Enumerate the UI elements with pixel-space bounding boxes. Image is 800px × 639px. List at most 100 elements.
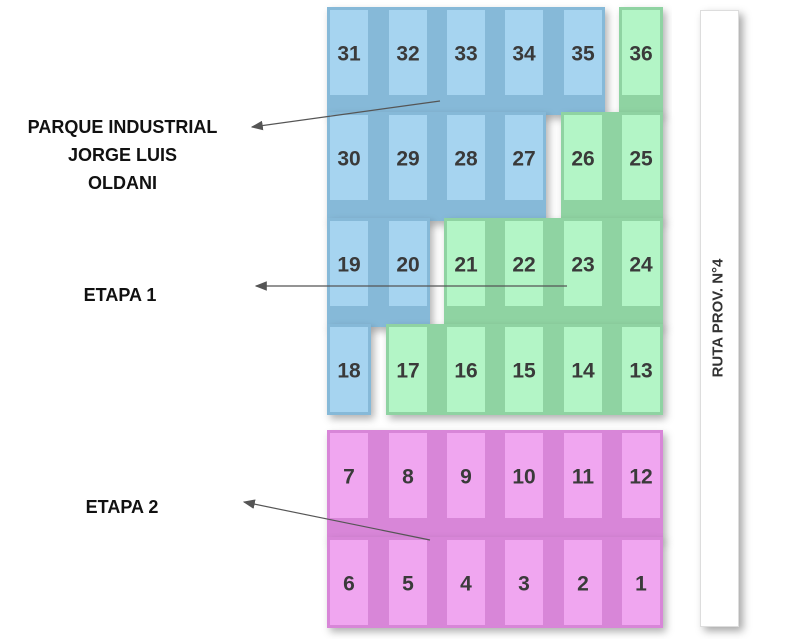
lot-shape	[564, 433, 602, 518]
lot-24[interactable]: 24	[622, 221, 660, 306]
lot-shape	[505, 221, 543, 306]
etapa2-arrow	[242, 499, 431, 541]
lot-number: 19	[337, 254, 360, 277]
lot-shape	[447, 115, 485, 200]
lot-shape	[622, 327, 660, 412]
lot-34[interactable]: 34	[505, 10, 543, 95]
lot-33[interactable]: 33	[447, 10, 485, 95]
lot-shape	[622, 10, 660, 95]
lot-number: 9	[460, 466, 472, 489]
lot-number: 28	[454, 148, 478, 171]
lot-shape	[622, 115, 660, 200]
lot-18[interactable]: 18	[330, 327, 368, 412]
lot-shape	[389, 10, 427, 95]
lot-shape	[622, 433, 660, 518]
lot-shape	[505, 433, 543, 518]
lot-number: 33	[454, 43, 477, 66]
lot-28[interactable]: 28	[447, 115, 485, 200]
lot-8[interactable]: 8	[389, 433, 427, 518]
lot-10[interactable]: 10	[505, 433, 543, 518]
lot-shape	[564, 221, 602, 306]
etapa2-label: ETAPA 2	[85, 497, 159, 517]
lot-shape	[622, 221, 660, 306]
lot-number: 6	[343, 573, 355, 596]
lot-shape	[330, 433, 368, 518]
lot-number: 32	[396, 43, 419, 66]
lot-30[interactable]: 30	[330, 115, 368, 200]
lot-number: 27	[512, 148, 535, 171]
lot-25[interactable]: 25	[622, 115, 660, 200]
etapa1-label: ETAPA 1	[83, 285, 157, 305]
lot-17[interactable]: 17	[389, 327, 427, 412]
lot-shape	[389, 115, 427, 200]
road-provincial-4	[700, 10, 739, 627]
lot-number: 14	[571, 360, 595, 383]
lot-number: 21	[454, 254, 478, 277]
lot-shape	[389, 327, 427, 412]
lot-2[interactable]: 2	[564, 540, 602, 625]
lot-shape	[564, 10, 602, 95]
lot-shape	[447, 221, 485, 306]
lot-15[interactable]: 15	[505, 327, 543, 412]
road-label: RUTA PROV. N°4	[709, 258, 727, 378]
lot-shape	[622, 540, 660, 625]
lot-number: 35	[571, 43, 595, 66]
lot-31[interactable]: 31	[330, 10, 368, 95]
lot-shape	[505, 115, 543, 200]
lot-shape	[564, 115, 602, 200]
lot-shape	[389, 433, 427, 518]
lot-number: 12	[629, 466, 652, 489]
lot-shape	[447, 540, 485, 625]
lot-number: 16	[454, 360, 477, 383]
lot-number: 1	[635, 573, 647, 596]
park-label-line: PARQUE INDUSTRIAL	[27, 117, 218, 137]
lot-19[interactable]: 19	[330, 221, 368, 306]
lot-number: 24	[629, 254, 653, 277]
lot-32[interactable]: 32	[389, 10, 427, 95]
lot-shape	[505, 10, 543, 95]
lot-number: 8	[402, 466, 414, 489]
lot-23[interactable]: 23	[564, 221, 602, 306]
lot-29[interactable]: 29	[389, 115, 427, 200]
lot-shape	[505, 540, 543, 625]
lot-4[interactable]: 4	[447, 540, 485, 625]
lot-shape	[389, 540, 427, 625]
lot-number: 25	[629, 148, 653, 171]
lot-6[interactable]: 6	[330, 540, 368, 625]
lot-3[interactable]: 3	[505, 540, 543, 625]
lot-shape	[330, 540, 368, 625]
lot-21[interactable]: 21	[447, 221, 485, 306]
lot-12[interactable]: 12	[622, 433, 660, 518]
park-label: PARQUE INDUSTRIAL JORGE LUIS OLDANI	[0, 113, 245, 197]
lot-shape	[447, 433, 485, 518]
lot-11[interactable]: 11	[564, 433, 602, 518]
lot-5[interactable]: 5	[389, 540, 427, 625]
lot-shape	[330, 10, 368, 95]
lot-number: 13	[629, 360, 652, 383]
lot-27[interactable]: 27	[505, 115, 543, 200]
lot-26[interactable]: 26	[564, 115, 602, 200]
lot-number: 18	[337, 360, 361, 383]
lot-number: 2	[577, 573, 589, 596]
lot-36[interactable]: 36	[622, 10, 660, 95]
lot-22[interactable]: 22	[505, 221, 543, 306]
lot-35[interactable]: 35	[564, 10, 602, 95]
lot-shape	[330, 115, 368, 200]
lot-number: 11	[572, 466, 595, 489]
lot-number: 3	[518, 573, 530, 596]
lot-number: 15	[512, 360, 536, 383]
park-label-line: JORGE LUIS	[67, 145, 178, 165]
lot-13[interactable]: 13	[622, 327, 660, 412]
lot-number: 22	[512, 254, 535, 277]
lot-1[interactable]: 1	[622, 540, 660, 625]
lot-7[interactable]: 7	[330, 433, 368, 518]
lot-14[interactable]: 14	[564, 327, 602, 412]
lot-number: 31	[337, 43, 361, 66]
lot-16[interactable]: 16	[447, 327, 485, 412]
lot-shape	[564, 327, 602, 412]
lot-9[interactable]: 9	[447, 433, 485, 518]
lot-20[interactable]: 20	[389, 221, 427, 306]
lot-number: 5	[402, 573, 414, 596]
etapa2-region	[327, 430, 663, 540]
lot-number: 17	[396, 360, 419, 383]
